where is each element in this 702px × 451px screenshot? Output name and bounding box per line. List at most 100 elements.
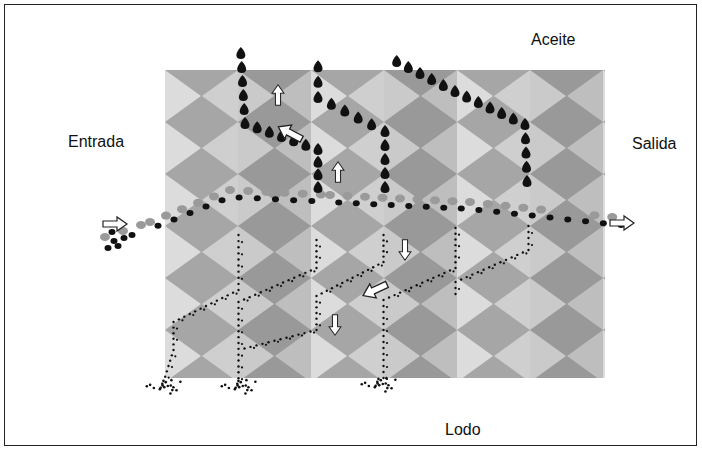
sludge-particle xyxy=(370,270,372,272)
water-droplet xyxy=(261,188,271,196)
sludge-particle xyxy=(514,257,516,259)
sludge-particle xyxy=(309,330,311,332)
oil-drop xyxy=(301,139,310,151)
sludge-particle xyxy=(164,375,166,377)
water-droplet xyxy=(100,233,110,241)
sludge-particle xyxy=(203,309,205,311)
sludge-particle xyxy=(427,279,429,281)
sludge-particle xyxy=(237,283,239,285)
sludge-particle xyxy=(169,359,171,361)
oil-droplet xyxy=(187,210,194,216)
outer-frame xyxy=(5,5,697,446)
sludge-particle xyxy=(301,335,303,337)
sludge-particle xyxy=(382,317,384,319)
sludge-particle xyxy=(527,231,529,233)
oil-drop xyxy=(381,125,390,137)
sludge-particle xyxy=(421,282,423,284)
sludge-particle xyxy=(241,253,243,255)
oil-drop xyxy=(521,118,530,130)
sludge-particle xyxy=(382,329,384,331)
text-label: Salida xyxy=(632,134,676,153)
sludge-particle xyxy=(510,256,512,258)
sludge-particle xyxy=(326,290,328,292)
oil-droplet xyxy=(547,215,554,221)
oil-drop xyxy=(237,61,246,73)
sludge-particle xyxy=(241,366,243,368)
sludge-particle xyxy=(449,269,451,271)
flow-arrow xyxy=(399,240,411,260)
water-droplet xyxy=(193,199,203,207)
sludge-particle xyxy=(454,287,456,289)
sludge-heap xyxy=(159,388,162,391)
sludge-particle xyxy=(176,339,178,341)
oil-droplet xyxy=(272,196,279,202)
oil-droplet xyxy=(353,200,360,206)
sludge-particle xyxy=(315,312,317,314)
oil-drop xyxy=(240,103,249,115)
sludge-particle xyxy=(320,292,322,294)
sludge-particle xyxy=(399,291,401,293)
sludge-heap xyxy=(244,384,247,387)
sludge-particle xyxy=(225,298,227,300)
sludge-heap xyxy=(245,379,248,382)
oil-droplet xyxy=(511,211,518,217)
sludge-particle xyxy=(441,275,443,277)
sludge-particle xyxy=(377,263,379,265)
sludge-particle xyxy=(265,289,267,291)
sludge-particle xyxy=(516,254,518,256)
sludge-particle xyxy=(432,277,434,279)
sludge-particle xyxy=(237,359,239,361)
sludge-particle xyxy=(255,344,257,346)
sludge-particle xyxy=(454,267,456,269)
sludge-particle xyxy=(313,331,315,333)
sludge-particle xyxy=(410,286,412,288)
water-droplet xyxy=(572,209,582,217)
flow-arrow xyxy=(272,85,284,105)
sludge-particle xyxy=(393,294,395,296)
sludge-particle xyxy=(287,279,289,281)
sludge-particle xyxy=(241,331,243,333)
water-droplet xyxy=(360,193,370,201)
oil-droplet xyxy=(423,204,430,210)
text-label: Lodo xyxy=(445,420,481,439)
sludge-particle xyxy=(226,294,228,296)
sludge-particle xyxy=(297,333,299,335)
water-droplet xyxy=(325,191,335,199)
sludge-particle xyxy=(522,251,524,253)
hollow-arrow xyxy=(360,277,390,302)
sludge-particle xyxy=(174,355,176,357)
sludge-particle xyxy=(531,232,533,234)
flow-arrow xyxy=(610,216,634,230)
sludge-particle xyxy=(382,377,384,379)
sludge-particle xyxy=(172,338,174,340)
sludge-particle xyxy=(237,330,239,332)
oil-droplet xyxy=(236,194,243,200)
plate-bands xyxy=(238,70,603,378)
sludge-particle xyxy=(454,227,456,229)
oil-droplet xyxy=(129,232,136,238)
oil-drop xyxy=(327,98,336,110)
sludge-particle xyxy=(271,286,273,288)
sludge-heap xyxy=(244,392,247,395)
oil-droplet xyxy=(308,198,315,204)
hollow-arrow xyxy=(103,217,127,231)
sludge-particle xyxy=(172,332,174,334)
sludge-particle xyxy=(499,261,501,263)
sludge-particle xyxy=(315,261,317,263)
sludge-particle xyxy=(265,344,267,346)
sludge-heap xyxy=(377,378,380,381)
hollow-arrow xyxy=(610,216,634,230)
water-droplet xyxy=(395,195,405,203)
oil-drop xyxy=(522,147,531,159)
sludge-particle xyxy=(241,355,243,357)
sludge-heap xyxy=(382,383,385,386)
sludge-particle xyxy=(466,276,468,278)
sludge-particle xyxy=(386,330,388,332)
sludge-particle xyxy=(253,347,255,349)
oil-drop xyxy=(439,79,448,91)
sludge-particle xyxy=(382,365,384,367)
sludge-particle xyxy=(299,274,301,276)
sludge-heap xyxy=(175,389,178,392)
oil-droplet xyxy=(440,205,447,211)
